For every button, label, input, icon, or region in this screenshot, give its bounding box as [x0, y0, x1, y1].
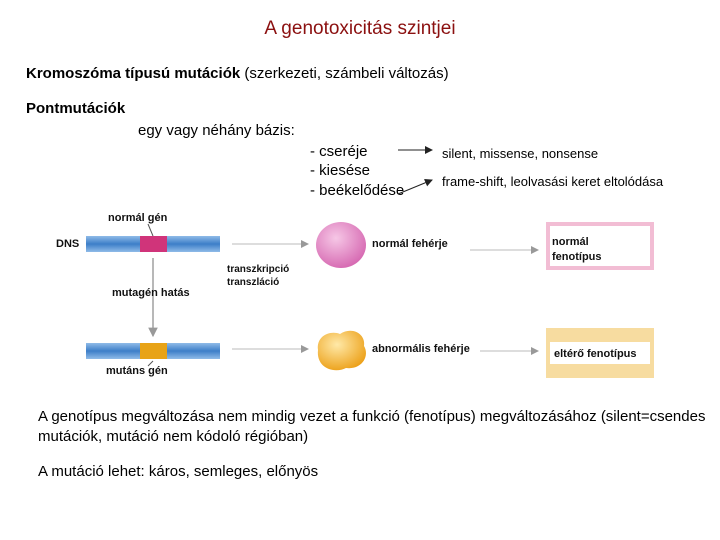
abnormal-protein-shape: [317, 330, 366, 371]
normal-gene-segment: [140, 236, 167, 252]
other-phenotype-inner: [550, 342, 650, 364]
normal-protein-shape: [316, 222, 366, 268]
translation-label: transzláció: [227, 277, 279, 288]
result-substitution: silent, missense, nonsense: [442, 146, 599, 161]
mutagen-effect-label: mutagén hatás: [112, 287, 190, 299]
result-frameshift: frame-shift, leolvasási keret eltolódása: [442, 174, 664, 189]
normal-phenotype-label-2: fenotípus: [552, 251, 602, 263]
page-title: A genotoxicitás szintjei: [264, 18, 456, 39]
transcription-label: transzkripció: [227, 264, 289, 275]
normal-phenotype-inner: [550, 226, 650, 266]
normal-phenotype-label-1: normál: [552, 236, 589, 248]
mutation-effects-line: A mutáció lehet: káros, semleges, előnyö…: [38, 463, 319, 480]
normal-protein-label: normál fehérje: [372, 238, 448, 250]
point-mutations-title: Pontmutációk: [26, 100, 126, 117]
normal-gene-label: normál gén: [108, 212, 168, 224]
chromosome-mutations-detail: (szerkezeti, számbeli változás): [240, 65, 449, 82]
mutant-gene-label: mutáns gén: [106, 365, 168, 377]
bases-label: egy vagy néhány bázis:: [138, 122, 295, 139]
chromosome-mutations-line: Kromoszóma típusú mutációk (szerkezeti, …: [26, 65, 449, 82]
genotype-note: A genotípus megváltozása nem mindig veze…: [38, 408, 706, 445]
mutation-type-substitution: - cseréje: [310, 143, 368, 160]
abnormal-protein-label: abnormális fehérje: [372, 343, 470, 355]
normal-gene-pointer: [147, 223, 154, 237]
dns-label: DNS: [56, 238, 79, 250]
mutation-type-insertion: - beékelődése: [310, 182, 405, 199]
other-phenotype-label: eltérő fenotípus: [554, 348, 637, 360]
mutant-gene-segment: [140, 343, 167, 359]
mutation-type-deletion: - kiesése: [310, 162, 371, 179]
arrow-frameshift: [397, 178, 433, 195]
mutant-gene-pointer: [147, 360, 154, 367]
chromosome-mutations-label: Kromoszóma típusú mutációk: [26, 65, 241, 82]
